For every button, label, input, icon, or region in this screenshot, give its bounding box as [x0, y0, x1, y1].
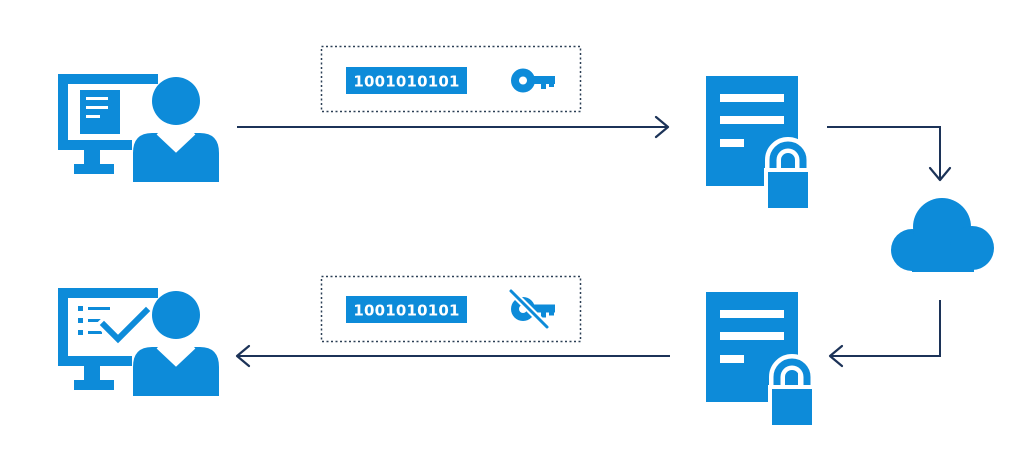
- encrypted-payload-box: 1001010101: [320, 45, 582, 113]
- binary-label: 1001010101: [353, 73, 459, 91]
- cloud-icon: [891, 198, 994, 272]
- binary-badge: [346, 67, 467, 94]
- key-icon: [511, 68, 555, 93]
- binary-badge: [346, 296, 467, 323]
- decrypted-payload-box: 1001010101: [320, 275, 582, 343]
- key-crossed-out-icon: [507, 287, 555, 331]
- upload-to-cloud-arrow: [827, 126, 952, 182]
- locked-document-icon: [706, 76, 812, 212]
- binary-label: 1001010101: [353, 302, 459, 320]
- locked-document-icon: [706, 292, 816, 429]
- computer-user-document-icon: [58, 74, 219, 182]
- download-from-cloud-arrow: [828, 300, 941, 368]
- computer-user-checklist-icon: [58, 288, 219, 396]
